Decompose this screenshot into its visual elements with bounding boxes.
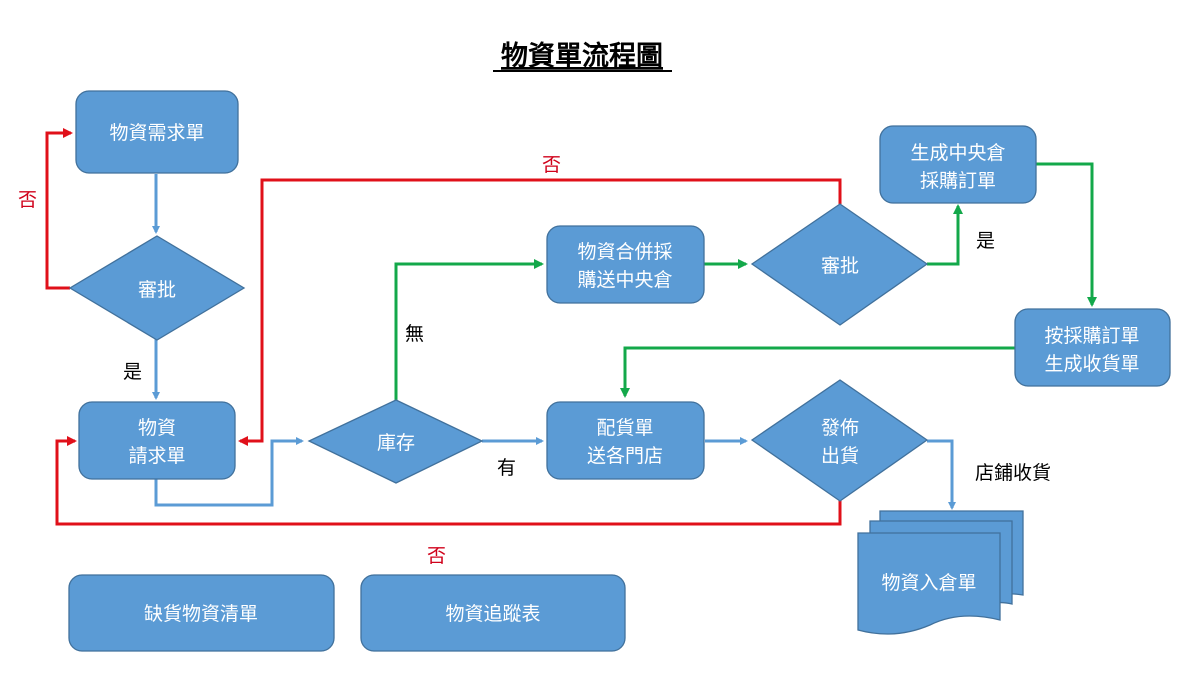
node-text: 缺貨物資清單 <box>144 603 258 625</box>
node-text: 生成中央倉 <box>910 142 1005 164</box>
node-distribution[interactable]: 配貨單 送各門店 <box>546 401 705 480</box>
arrow-approve2-reject <box>238 178 842 446</box>
node-text: 物資合併採 <box>577 241 672 263</box>
svg-text:物資: 物資 <box>138 417 176 439</box>
arrow-approve2-yes <box>927 204 963 266</box>
node-request-form[interactable]: 物資 請求單 <box>78 401 236 480</box>
node-text: 請求單 <box>128 445 185 467</box>
svg-text:購送中央倉: 購送中央倉 <box>577 269 672 291</box>
node-text: 審批 <box>821 255 859 277</box>
node-text: 庫存 <box>377 432 415 454</box>
node-text: 配貨單 <box>596 417 653 439</box>
svg-text:送各門店: 送各門店 <box>587 445 663 467</box>
node-release[interactable]: 發佈 出貨 <box>750 379 929 502</box>
node-tracking-table[interactable]: 物資追蹤表 <box>360 574 626 652</box>
svg-text:生成中央倉: 生成中央倉 <box>910 142 1005 164</box>
svg-text:物資需求單: 物資需求單 <box>109 122 204 144</box>
node-receipt-form[interactable]: 按採購訂單 生成收貨單 <box>1014 308 1171 387</box>
node-text: 發佈 <box>821 417 859 439</box>
arrow-approve1-reject <box>45 128 73 290</box>
arrow-inventory-none <box>394 259 544 401</box>
node-shortage-list[interactable]: 缺貨物資清單 <box>68 574 335 652</box>
svg-text:物資追蹤表: 物資追蹤表 <box>445 603 540 625</box>
node-text: 物資 <box>138 417 176 439</box>
arrow-release-reject <box>55 436 842 526</box>
node-text: 生成收貨單 <box>1044 353 1139 375</box>
node-text: 按採購訂單 <box>1044 325 1139 347</box>
label-yes-approve1: 是 <box>123 361 142 383</box>
svg-text:生成收貨單: 生成收貨單 <box>1044 353 1139 375</box>
svg-text:物資入倉單: 物資入倉單 <box>881 572 976 594</box>
svg-text:缺貨物資清單: 缺貨物資清單 <box>144 603 258 625</box>
arrow-po-to-receipt <box>1036 162 1097 307</box>
node-warehouse-in[interactable]: 物資入倉單 <box>857 510 1024 635</box>
node-text: 物資需求單 <box>109 122 204 144</box>
node-text: 送各門店 <box>587 445 663 467</box>
node-approve-2[interactable]: 審批 <box>750 203 929 326</box>
label-no-approve1: 否 <box>18 189 37 211</box>
arrow-request-to-inventory <box>154 437 304 507</box>
label-store-receive: 店鋪收貨 <box>975 462 1051 484</box>
node-merge-purchase[interactable]: 物資合併採 購送中央倉 <box>546 225 705 304</box>
arrow-receipt-to-distribution <box>620 346 1015 398</box>
node-text: 採購訂單 <box>920 170 996 192</box>
svg-text:請求單: 請求單 <box>128 445 185 467</box>
svg-text:審批: 審批 <box>138 279 176 301</box>
label-no-approve2: 否 <box>542 154 561 176</box>
svg-text:審批: 審批 <box>821 255 859 277</box>
svg-text:物資合併採: 物資合併採 <box>577 241 672 263</box>
label-no-stock: 無 <box>405 323 424 345</box>
svg-text:發佈: 發佈 <box>821 417 859 439</box>
node-text: 出貨 <box>821 445 859 467</box>
node-text: 物資追蹤表 <box>445 603 540 625</box>
label-yes-approve2: 是 <box>976 230 995 252</box>
node-text: 審批 <box>138 279 176 301</box>
svg-text:庫存: 庫存 <box>377 432 415 454</box>
node-text: 購送中央倉 <box>577 269 672 291</box>
node-approve-1[interactable]: 審批 <box>68 235 246 341</box>
svg-text:出貨: 出貨 <box>821 445 859 467</box>
node-text: 物資入倉單 <box>881 572 976 594</box>
label-in-stock: 有 <box>497 457 516 479</box>
diagram-title: 物資單流程圖 <box>501 41 663 72</box>
arrow-release-to-warehouse <box>927 439 956 510</box>
svg-text:配貨單: 配貨單 <box>596 417 653 439</box>
label-no-release: 否 <box>427 545 446 567</box>
node-inventory[interactable]: 庫存 <box>307 399 484 484</box>
svg-text:按採購訂單: 按採購訂單 <box>1044 325 1139 347</box>
node-central-po[interactable]: 生成中央倉 採購訂單 <box>879 125 1037 204</box>
node-demand-form[interactable]: 物資需求單 <box>75 90 239 174</box>
svg-text:採購訂單: 採購訂單 <box>920 170 996 192</box>
